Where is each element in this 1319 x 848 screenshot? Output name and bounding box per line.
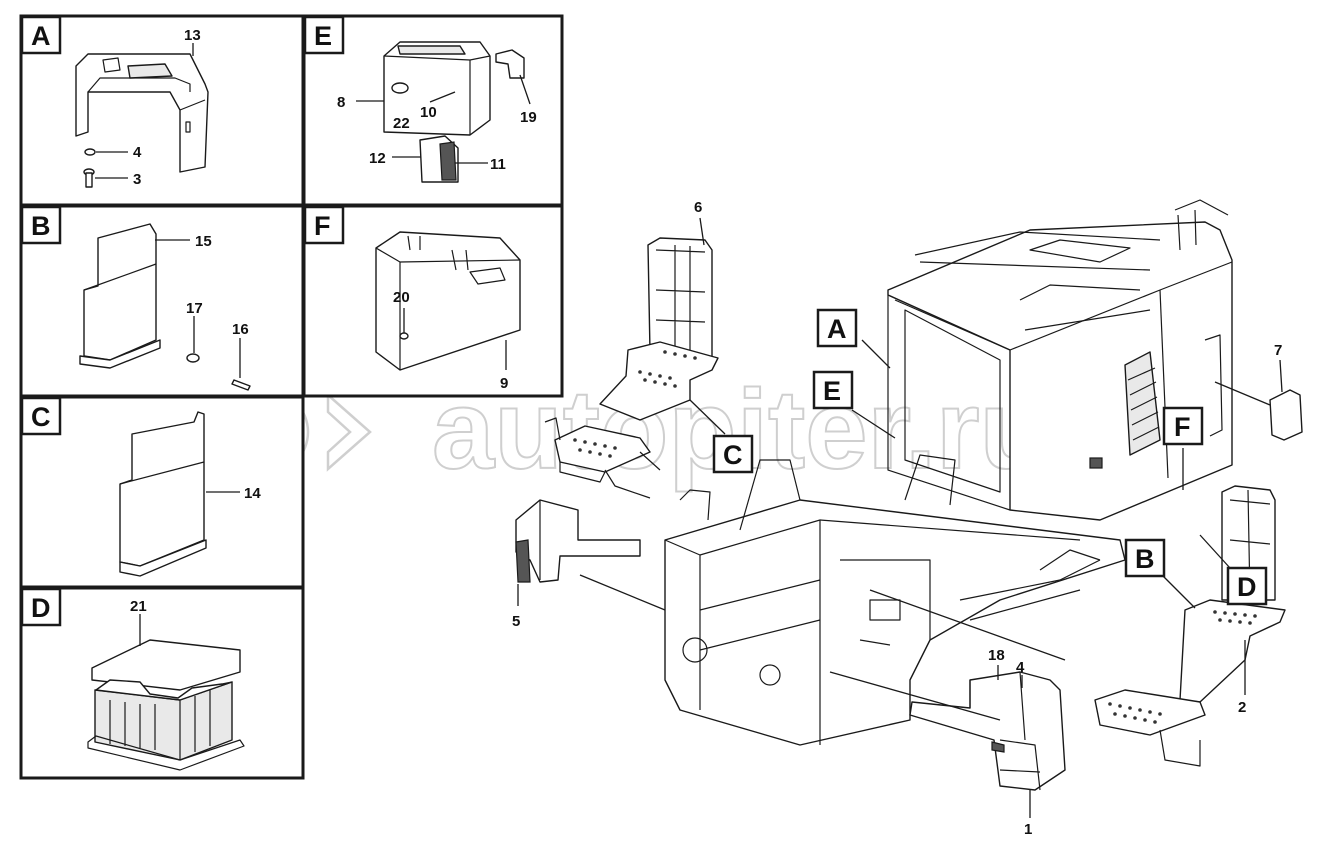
view-marker-f: F [1162,406,1204,446]
callout-1: 1 [1024,821,1032,838]
svg-text:F: F [1174,412,1191,442]
callout-4: 4 [133,144,142,161]
svg-text:B: B [1135,544,1155,574]
callout-10: 10 [420,104,437,121]
bolt-part [83,168,95,188]
callout-6: 6 [694,199,702,216]
panel-b: B 15 17 16 [19,204,305,398]
light-part [1269,389,1303,441]
callout-9: 9 [500,375,508,392]
callout-4-main: 4 [1016,659,1025,676]
panel-a: A 13 4 3 [19,14,305,207]
side-plate-part [119,411,207,577]
panel-e: E 8 22 10 19 12 11 [302,14,564,207]
panel-d: D 21 [19,586,305,780]
washer-part [186,353,200,363]
callout-5: 5 [512,613,520,630]
step-lower-right [1094,485,1286,767]
callout-2: 2 [1238,699,1246,716]
panel-c: C 14 [19,395,305,589]
view-marker-d: D [1226,566,1268,606]
battery-part [87,639,245,771]
svg-text:C: C [723,440,743,470]
callout-13: 13 [184,27,201,44]
side-plate-part [79,223,161,369]
ladder-lower [909,671,1066,791]
bolt-part [231,379,251,391]
battery-box-part [383,41,491,136]
cab-cover-part [75,53,209,173]
handle-part [419,135,459,183]
callout-17: 17 [186,300,203,317]
panel-b-letter: B [31,211,51,241]
svg-text:A: A [827,314,847,344]
screw-part [399,332,409,340]
washer-part [84,148,96,156]
view-marker-a: A [816,308,858,348]
panel-f: F 20 9 [302,204,564,398]
callout-8: 8 [337,94,345,111]
cab [887,199,1233,521]
main-assembly: A E C F B D 6 7 5 18 4 2 1 [512,199,1303,838]
panel-e-letter: E [314,21,332,51]
panel-f-letter: F [314,211,331,241]
step-bracket-left [515,499,641,583]
view-marker-c: C [712,434,754,474]
svg-text:E: E [823,376,841,406]
callout-22: 22 [393,115,410,132]
panel-c-letter: C [31,402,51,432]
battery-cover-part [375,231,521,371]
callout-3: 3 [133,171,141,188]
callout-20: 20 [393,289,410,306]
callout-7: 7 [1274,342,1282,359]
callout-18: 18 [988,647,1005,664]
bracket-part [495,49,525,79]
callout-11: 11 [490,156,506,173]
callout-12: 12 [369,150,386,167]
callout-14: 14 [244,485,261,502]
panel-d-letter: D [31,593,51,623]
frame [664,454,1126,746]
svg-text:D: D [1237,572,1257,602]
callout-19: 19 [520,109,537,126]
panel-a-letter: A [31,21,51,51]
callout-21: 21 [130,598,147,615]
view-marker-e: E [812,370,854,410]
ladder-upper [544,237,719,499]
callout-16: 16 [232,321,249,338]
callout-15: 15 [195,233,212,250]
view-marker-b: B [1124,538,1166,578]
